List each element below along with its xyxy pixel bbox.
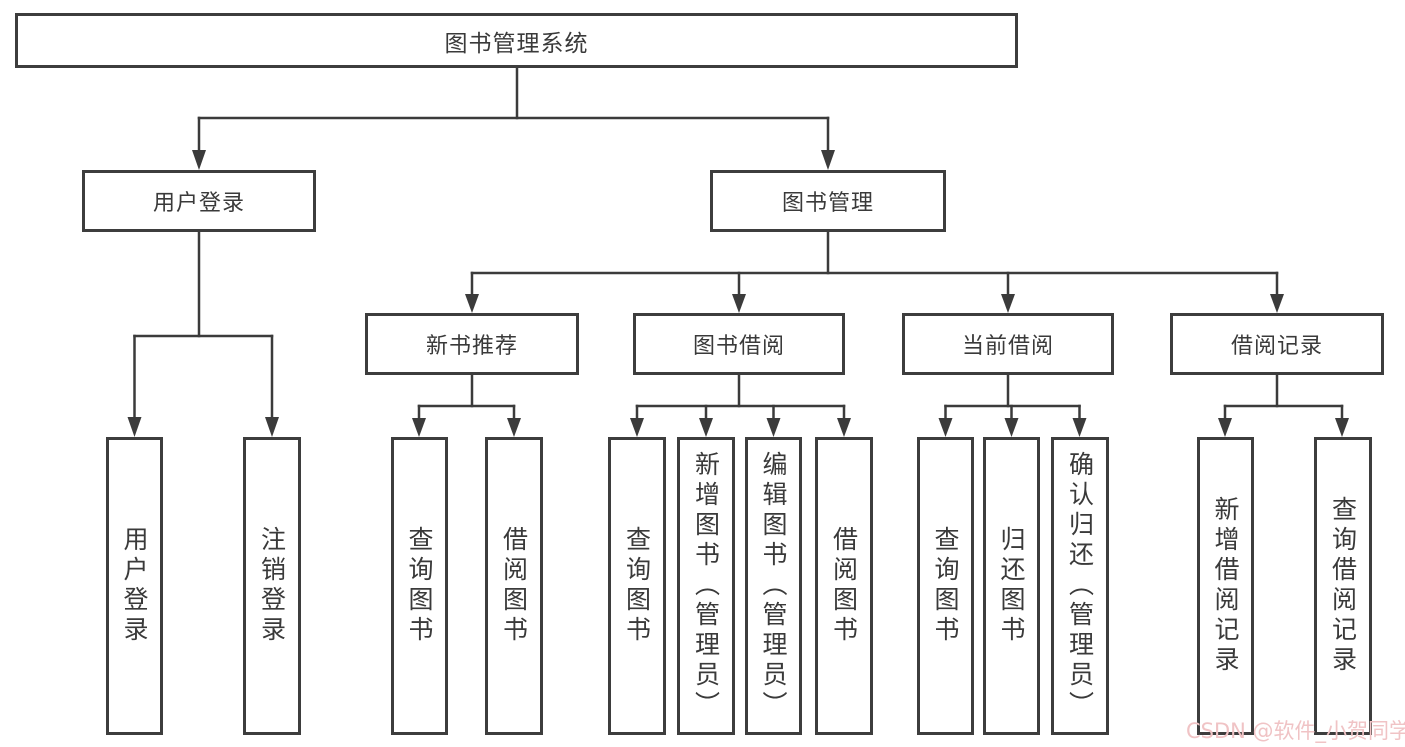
node-label: 图书管理系统: [444, 30, 589, 57]
leaf-br-add-record: 新增借阅记录: [1197, 437, 1254, 735]
watermark: CSDN @软件_小贺同学: [1186, 719, 1405, 743]
leaf-bb-query-books: 查询图书: [608, 437, 666, 735]
node-borrow-records: 借阅记录: [1170, 313, 1384, 375]
node-label: 查询图书: [931, 526, 960, 646]
node-new-book-recommend: 新书推荐: [365, 313, 579, 375]
leaf-nbr-borrow-books: 借阅图书: [485, 437, 543, 735]
node-label: 注销登录: [257, 526, 287, 646]
node-book-management: 图书管理: [710, 170, 946, 232]
leaf-bb-borrow-books: 借阅图书: [815, 437, 873, 735]
node-label: 新增图书（管理员）: [691, 451, 721, 721]
node-current-borrow: 当前借阅: [902, 313, 1114, 375]
node-label: 用户登录: [120, 526, 149, 646]
node-library-management-system: 图书管理系统: [15, 13, 1018, 68]
node-label: 新增借阅记录: [1211, 496, 1240, 676]
leaf-bb-edit-books-admin: 编辑图书（管理员）: [745, 437, 802, 735]
leaf-logout: 注销登录: [243, 437, 301, 735]
leaf-user-login: 用户登录: [106, 437, 163, 735]
leaf-cb-confirm-return-admin: 确认归还（管理员）: [1051, 437, 1109, 735]
leaf-br-query-record: 查询借阅记录: [1314, 437, 1372, 735]
node-label: 用户登录: [152, 191, 245, 216]
arrowheads: [127, 150, 1349, 437]
node-label: 借阅记录: [1230, 334, 1323, 359]
node-label: 借阅图书: [499, 526, 529, 646]
leaf-cb-return-books: 归还图书: [983, 437, 1040, 735]
node-label: 确认归还（管理员）: [1065, 451, 1095, 721]
node-label: 借阅图书: [829, 526, 859, 646]
node-label: 新书推荐: [425, 334, 518, 359]
node-label: 查询借阅记录: [1328, 496, 1358, 676]
node-label: 查询图书: [622, 526, 652, 646]
node-user-login-group: 用户登录: [82, 170, 316, 232]
leaf-cb-query-books: 查询图书: [917, 437, 974, 735]
node-label: 图书管理: [781, 191, 874, 216]
node-label: 归还图书: [997, 526, 1026, 646]
leaf-bb-add-books-admin: 新增图书（管理员）: [677, 437, 735, 735]
node-book-borrow: 图书借阅: [633, 313, 845, 375]
node-label: 查询图书: [405, 526, 434, 646]
leaf-nbr-query-books: 查询图书: [391, 437, 448, 735]
node-label: 当前借阅: [961, 334, 1054, 359]
node-label: 图书借阅: [692, 334, 785, 359]
node-label: 编辑图书（管理员）: [759, 451, 788, 721]
